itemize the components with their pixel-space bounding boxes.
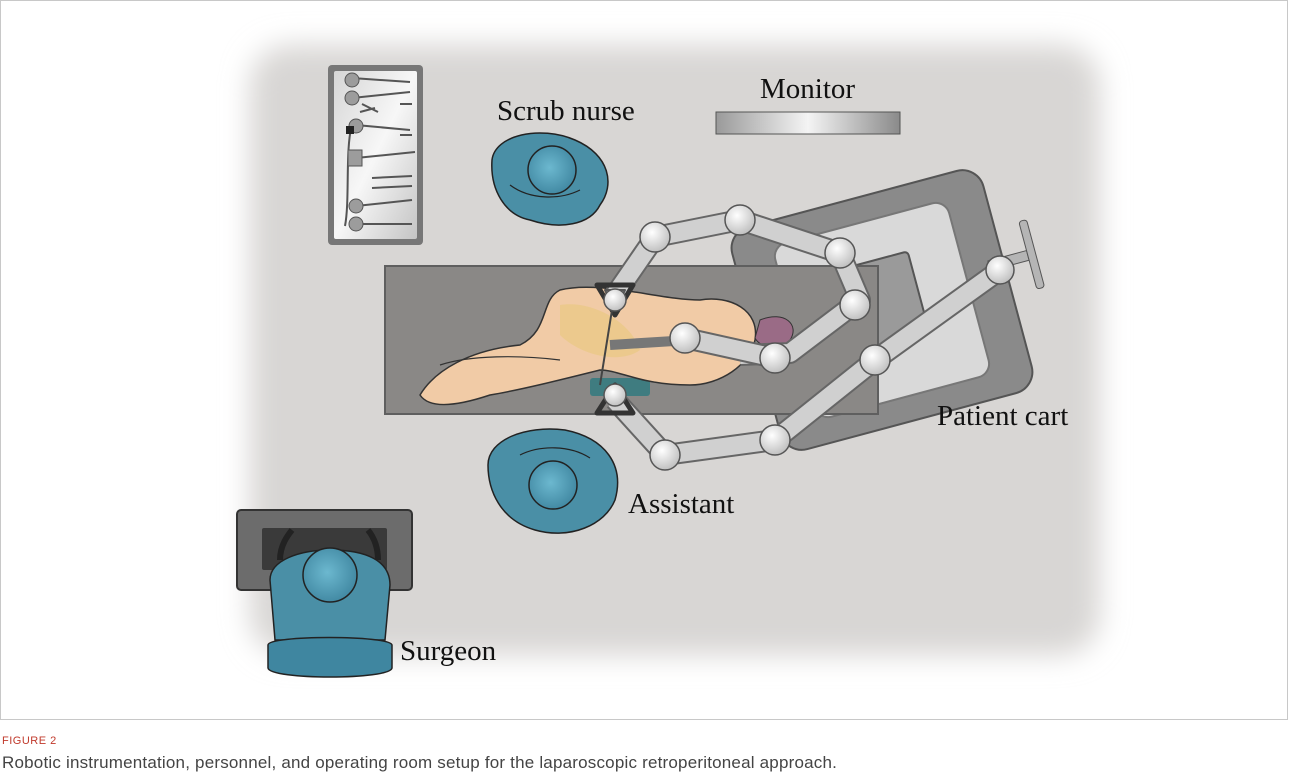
monitor [716, 112, 900, 134]
figure-number: FIGURE 2 [2, 735, 57, 747]
operating-room-illustration: Scrub nurse Monitor Patient cart Assista… [0, 0, 1290, 720]
instrument-tray [328, 65, 423, 245]
surgeon-label: Surgeon [400, 635, 497, 667]
patient-cart-label: Patient cart [937, 400, 1068, 432]
assistant-label: Assistant [628, 488, 734, 520]
scrub-nurse-label: Scrub nurse [497, 95, 635, 127]
figure-caption: Robotic instrumentation, personnel, and … [2, 753, 837, 773]
monitor-label: Monitor [760, 73, 855, 105]
